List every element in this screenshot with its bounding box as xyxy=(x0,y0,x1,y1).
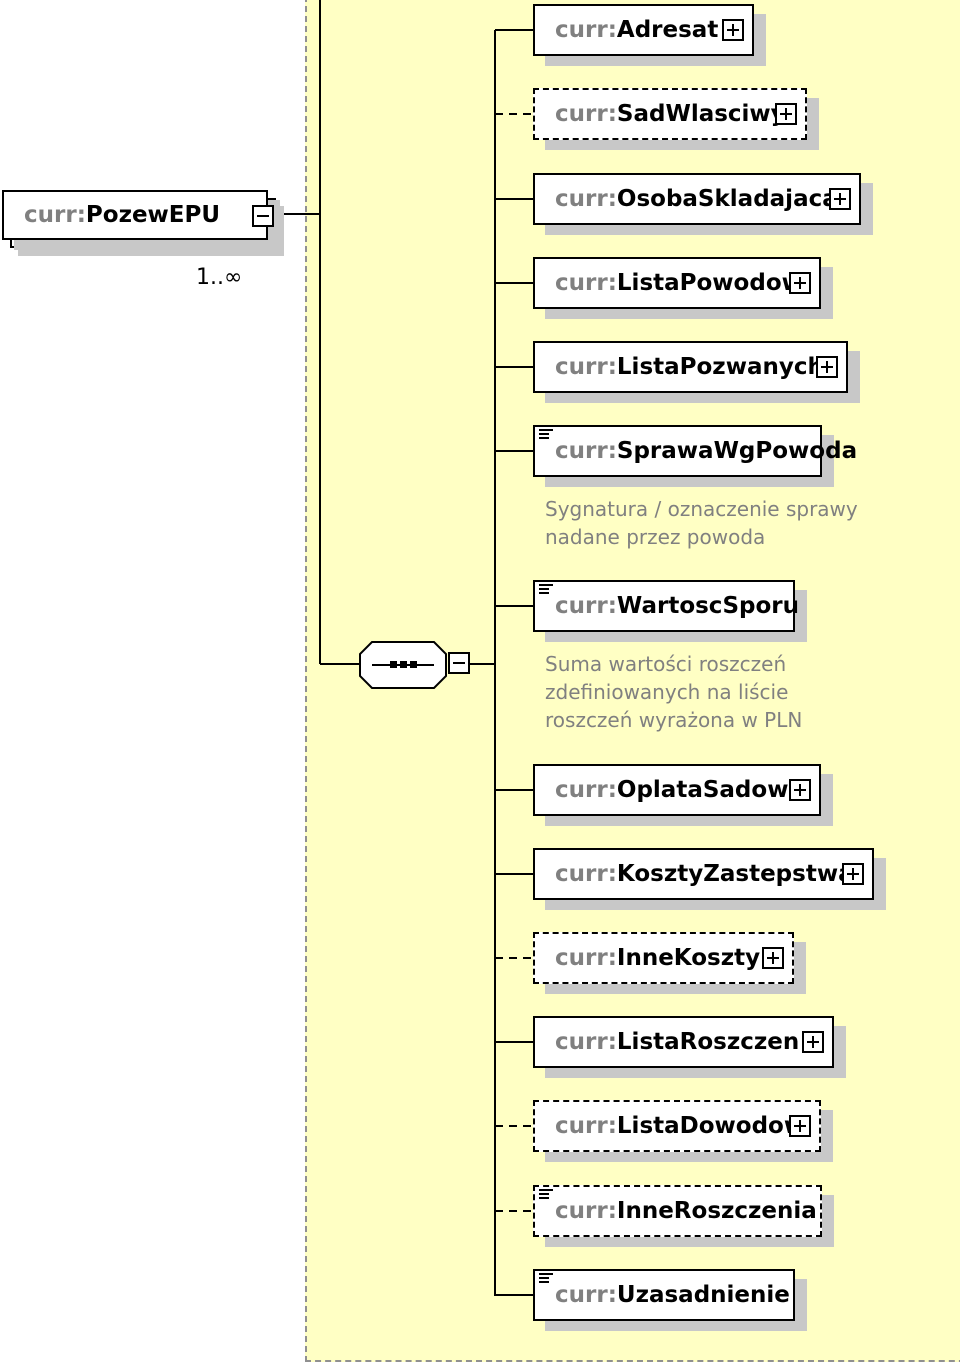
element-sprawawgpowoda[interactable]: curr:SprawaWgPowoda xyxy=(533,425,857,477)
element-name: Adresat xyxy=(616,17,719,43)
element-prefix: curr: xyxy=(555,861,617,887)
expand-icon[interactable] xyxy=(722,19,744,41)
element-prefix: curr: xyxy=(555,945,617,971)
root-cardinality: 1..∞ xyxy=(196,265,243,290)
element-innekoszty[interactable]: curr:InneKoszty xyxy=(533,932,794,984)
element-name: SadWlasciwy xyxy=(616,101,786,127)
element-prefix: curr: xyxy=(555,593,617,619)
element-listapozwanych[interactable]: curr:ListaPozwanych xyxy=(533,341,848,393)
simple-type-icon xyxy=(539,429,553,439)
element-name: KosztyZastepstwa xyxy=(616,861,854,887)
element-prefix: curr: xyxy=(555,1198,617,1224)
collapse-icon[interactable] xyxy=(252,205,274,227)
expand-icon[interactable] xyxy=(762,947,784,969)
simple-type-icon xyxy=(539,584,553,594)
element-wartoscsporu[interactable]: curr:WartoscSporu xyxy=(533,580,799,632)
root-element-pozewepu[interactable]: curr:PozewEPU xyxy=(2,190,274,240)
element-listaroszczen[interactable]: curr:ListaRoszczen xyxy=(533,1016,834,1068)
element-name: InneKoszty xyxy=(616,945,761,971)
root-prefix: curr: xyxy=(24,202,86,228)
element-prefix: curr: xyxy=(555,354,617,380)
element-documentation: Sygnatura / oznaczenie sprawy nadane prz… xyxy=(545,497,858,549)
expand-icon[interactable] xyxy=(789,779,811,801)
element-prefix: curr: xyxy=(555,438,617,464)
expand-icon[interactable] xyxy=(842,863,864,885)
element-prefix: curr: xyxy=(555,101,617,127)
element-osobaskladajaca[interactable]: curr:OsobaSkladajaca xyxy=(533,173,861,225)
element-prefix: curr: xyxy=(555,17,617,43)
expand-icon[interactable] xyxy=(789,1115,811,1137)
element-listadowodow[interactable]: curr:ListaDowodow xyxy=(533,1100,821,1152)
element-uzasadnienie[interactable]: curr:Uzasadnienie xyxy=(533,1269,795,1321)
element-kosztyzastepstwa[interactable]: curr:KosztyZastepstwa xyxy=(533,848,874,900)
element-name: Uzasadnienie xyxy=(616,1282,790,1308)
element-prefix: curr: xyxy=(555,1282,617,1308)
expand-icon[interactable] xyxy=(775,103,797,125)
expand-icon[interactable] xyxy=(829,188,851,210)
root-name: PozewEPU xyxy=(85,202,221,228)
expand-icon[interactable] xyxy=(802,1031,824,1053)
expand-icon[interactable] xyxy=(789,272,811,294)
simple-type-icon xyxy=(539,1189,553,1199)
element-name: ListaPowodow xyxy=(616,270,803,296)
element-name: WartoscSporu xyxy=(616,593,799,619)
element-adresat[interactable]: curr:Adresat xyxy=(533,4,754,56)
element-sadwlasciwy[interactable]: curr:SadWlasciwy xyxy=(533,88,807,140)
simple-type-icon xyxy=(539,1273,553,1283)
element-documentation: Suma wartości roszczeń zdefiniowanych na… xyxy=(545,652,803,732)
element-name: OsobaSkladajaca xyxy=(616,186,838,212)
element-prefix: curr: xyxy=(555,1113,617,1139)
element-name: ListaRoszczen xyxy=(616,1029,800,1055)
element-prefix: curr: xyxy=(555,1029,617,1055)
element-listapowodow[interactable]: curr:ListaPowodow xyxy=(533,257,821,309)
element-prefix: curr: xyxy=(555,186,617,212)
expand-icon[interactable] xyxy=(816,356,838,378)
element-prefix: curr: xyxy=(555,270,617,296)
sequence-compositor-icon[interactable] xyxy=(358,640,448,690)
element-oplatasadowa[interactable]: curr:OplataSadowa xyxy=(533,764,821,816)
sequence-collapse-icon[interactable] xyxy=(448,652,470,674)
element-name: SprawaWgPowoda xyxy=(616,438,858,464)
element-name: ListaDowodow xyxy=(616,1113,806,1139)
element-name: ListaPozwanych xyxy=(616,354,824,380)
element-name: OplataSadowa xyxy=(616,777,804,803)
element-name: InneRoszczenia xyxy=(616,1198,817,1224)
element-inneroszczenia[interactable]: curr:InneRoszczenia xyxy=(533,1185,822,1237)
element-prefix: curr: xyxy=(555,777,617,803)
